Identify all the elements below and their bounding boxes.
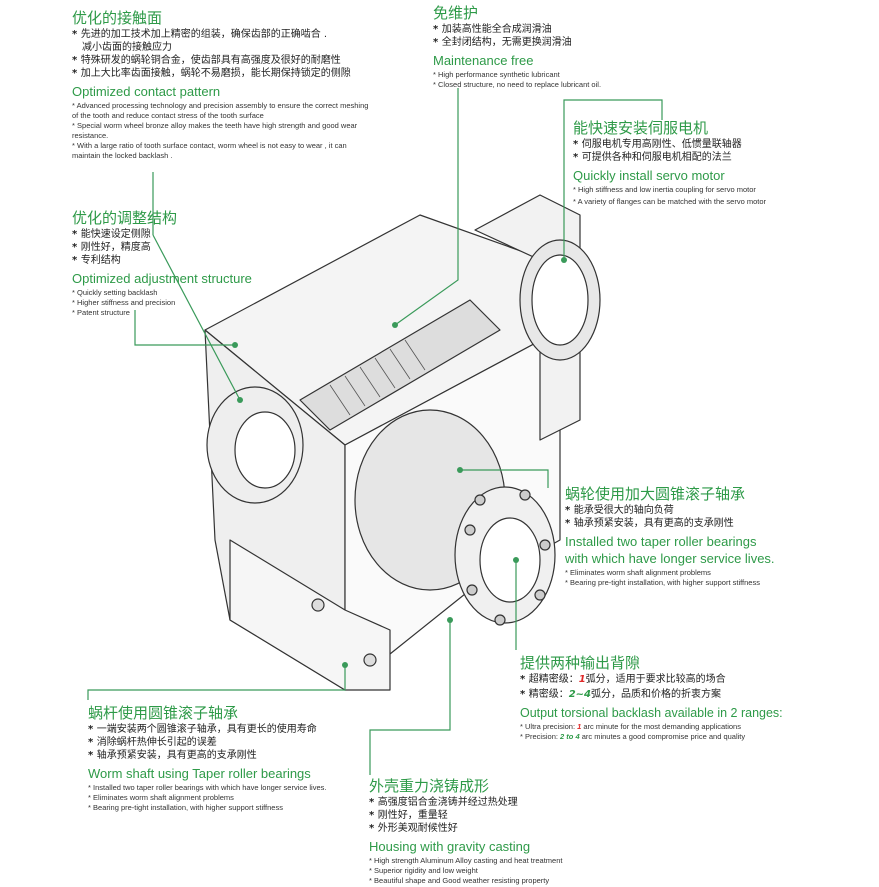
contact-pattern-callout: 优化的接触面 先进的加工技术加上精密的组装，确保齿部的正确啮合 . 减小齿面的接… xyxy=(72,8,372,161)
backlash-zh-bullet-precision: 精密级：2~4弧分，品质和价格的折衷方案 xyxy=(520,688,780,701)
contact-en-title: Optimized contact pattern xyxy=(72,84,221,99)
maintenance-callout: 免维护 加装高性能全合成润滑油 全封闭结构，无需更换润滑油 Maintenanc… xyxy=(433,3,633,90)
wheel-bearing-zh-bullet: 轴承预紧安装，具有更高的支承刚性 xyxy=(565,517,785,530)
adjust-zh-bullet: 专利结构 xyxy=(72,254,272,267)
wheel-bearing-zh-title: 蜗轮使用加大圆锥滚子轴承 xyxy=(565,485,746,503)
maintenance-en-bullet: High performance synthetic lubricant xyxy=(433,70,633,80)
worm-bearing-en-bullet: Eliminates worm shaft alignment problems xyxy=(88,793,358,803)
housing-en-bullet: Superior rigidity and low weight xyxy=(369,866,619,876)
housing-zh-bullet: 高强度铝合金浇铸并经过热处理 xyxy=(369,796,619,809)
maintenance-zh-bullet: 加装高性能全合成润滑油 xyxy=(433,23,633,36)
worm-bearing-zh-bullet: 轴承预紧安装，具有更高的支承刚性 xyxy=(88,749,358,762)
contact-zh-bullet: 加上大比率齿面接触，蜗轮不易磨损，能长期保持锁定的侧隙 xyxy=(72,67,372,80)
contact-en-bullet: With a large ratio of tooth surface cont… xyxy=(72,141,372,161)
servo-en-bullet: A variety of flanges can be matched with… xyxy=(573,197,783,207)
servo-zh-bullet: 可提供各种和伺服电机相配的法兰 xyxy=(573,151,783,164)
adjust-en-bullet: Quickly setting backlash xyxy=(72,288,272,298)
wheel-bearing-en-title: Installed two taper roller bearings xyxy=(565,534,757,549)
worm-bearing-callout: 蜗杆使用圆锥滚子轴承 一端安装两个圆锥滚子轴承，具有更长的使用寿命 消除蜗杆热伸… xyxy=(88,703,358,813)
value: 2 to 4 xyxy=(560,732,580,741)
backlash-en-bullet-ultra: Ultra precision: 1 arc minute for the mo… xyxy=(520,722,780,732)
housing-foot xyxy=(229,539,391,691)
wheel-bearing-callout: 蜗轮使用加大圆锥滚子轴承 能承受很大的轴向负荷 轴承预紧安装，具有更高的支承刚性… xyxy=(565,484,785,588)
value: 1 xyxy=(578,674,586,685)
adjust-zh-bullet: 刚性好，精度高 xyxy=(72,241,272,254)
adjust-en-bullet: Patent structure xyxy=(72,308,272,318)
label: 精密级： xyxy=(528,689,569,700)
worm-bearing-zh-bullet: 消除蜗杆热伸长引起的误差 xyxy=(88,736,358,749)
wheel-bearing-zh-bullet: 能承受很大的轴向负荷 xyxy=(565,504,785,517)
housing-en-bullet: High strength Aluminum Alloy casting and… xyxy=(369,856,619,866)
servo-zh-title: 能快速安装伺服电机 xyxy=(573,119,709,137)
maintenance-en-title: Maintenance free xyxy=(433,53,534,68)
worm-shaft xyxy=(299,299,501,431)
worm-bearing-en-title: Worm shaft using Taper roller bearings xyxy=(88,766,311,781)
adjust-en-title: Optimized adjustment structure xyxy=(72,271,252,286)
maintenance-zh-title: 免维护 xyxy=(433,4,479,22)
adjustment-callout: 优化的调整结构 能快速设定侧隙 刚性好，精度高 专利结构 Optimized a… xyxy=(72,208,272,318)
label: 超精密级： xyxy=(528,674,579,685)
backlash-zh-bullet-ultra: 超精密级：1弧分，适用于要求比较高的场合 xyxy=(520,673,780,686)
worm-bearing-en-bullet: Installed two taper roller bearings with… xyxy=(88,783,358,793)
value: 1 xyxy=(577,722,582,731)
wheel-bearing-en-bullet: Bearing pre-tight installation, with hig… xyxy=(565,578,785,588)
desc: 弧分，适用于要求比较高的场合 xyxy=(585,674,726,685)
value: 2~4 xyxy=(568,689,592,700)
backlash-en-title: Output torsional backlash available in 2… xyxy=(520,706,783,720)
contact-zh-title: 优化的接触面 xyxy=(72,9,163,27)
backlash-zh-title: 提供两种输出背隙 xyxy=(520,654,641,672)
wheel-bearing-en-title-2: with which have longer service lives. xyxy=(565,551,775,566)
maintenance-zh-bullet: 全封闭结构，无需更换润滑油 xyxy=(433,36,633,49)
label: Precision: xyxy=(525,732,561,741)
contact-en-bullet: Advanced processing technology and preci… xyxy=(72,101,372,121)
contact-en-bullet: Special worm wheel bronze alloy makes th… xyxy=(72,121,372,141)
housing-en-bullet: Beautiful shape and Good weather resisti… xyxy=(369,876,619,886)
adjust-zh-title: 优化的调整结构 xyxy=(72,209,178,227)
housing-callout: 外壳重力浇铸成形 高强度铝合金浇铸并经过热处理 刚性好，重量轻 外形美观耐候性好… xyxy=(369,776,619,886)
housing-zh-bullet: 外形美观耐候性好 xyxy=(369,822,619,835)
contact-zh-bullet-cont: 减小齿面的接触应力 xyxy=(82,42,172,53)
worm-bearing-en-bullet: Bearing pre-tight installation, with hig… xyxy=(88,803,358,813)
housing-zh-title: 外壳重力浇铸成形 xyxy=(369,777,490,795)
label: Ultra precision: xyxy=(525,722,578,731)
adjust-en-bullet: Higher stiffness and precision xyxy=(72,298,272,308)
housing-zh-bullet: 刚性好，重量轻 xyxy=(369,809,619,822)
maintenance-en-bullet: Closed structure, no need to replace lub… xyxy=(433,80,633,90)
backlash-callout: 提供两种输出背隙 超精密级：1弧分，适用于要求比较高的场合 精密级：2~4弧分，… xyxy=(520,653,783,742)
desc: 弧分，品质和价格的折衷方案 xyxy=(591,689,722,700)
desc: arc minutes a good compromise price and … xyxy=(579,732,746,741)
backlash-en-bullet-precision: Precision: 2 to 4 arc minutes a good com… xyxy=(520,732,780,742)
worm-bearing-zh-bullet: 一端安装两个圆锥滚子轴承，具有更长的使用寿命 xyxy=(88,723,358,736)
adjust-zh-bullet: 能快速设定侧隙 xyxy=(72,228,272,241)
contact-zh-bullet: 特殊研发的蜗轮铜合金，使齿部具有高强度及很好的耐磨性 xyxy=(72,54,372,67)
desc: arc minute for the most demanding applic… xyxy=(581,722,741,731)
worm-bearing-zh-title: 蜗杆使用圆锥滚子轴承 xyxy=(88,704,239,722)
servo-zh-bullet: 伺服电机专用高刚性、低惯量联轴器 xyxy=(573,138,783,151)
servo-en-bullet: High stiffness and low inertia coupling … xyxy=(573,185,783,195)
servo-en-title: Quickly install servo motor xyxy=(573,168,725,183)
servo-motor-callout: 能快速安装伺服电机 伺服电机专用高刚性、低惯量联轴器 可提供各种和伺服电机相配的… xyxy=(573,118,783,207)
contact-zh-bullet: 先进的加工技术加上精密的组装，确保齿部的正确啮合 . xyxy=(72,28,372,41)
wheel-bearing-en-bullet: Eliminates worm shaft alignment problems xyxy=(565,568,785,578)
housing-en-title: Housing with gravity casting xyxy=(369,839,531,854)
